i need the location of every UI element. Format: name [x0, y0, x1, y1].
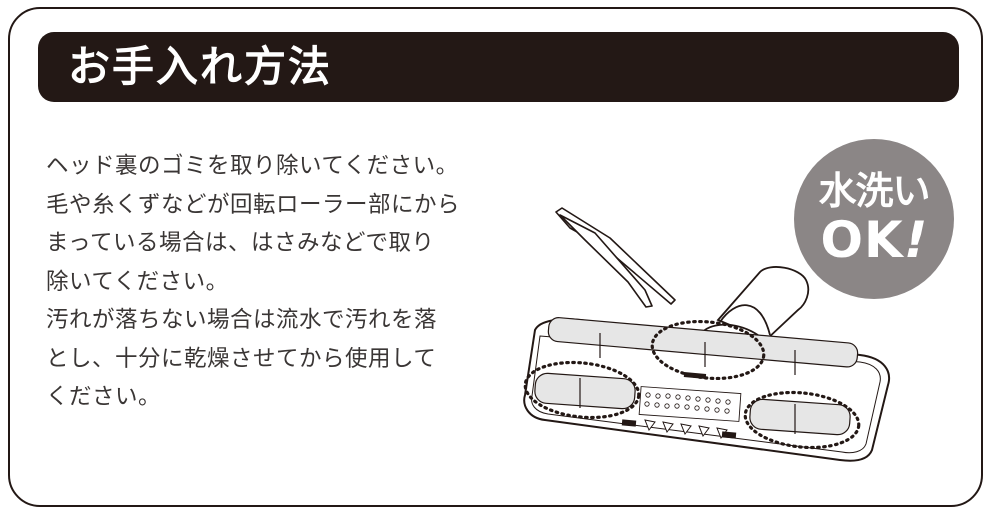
- badge-washable-label: 水洗い: [818, 169, 930, 213]
- instruction-line: まっている場合は、はさみなどで取り: [46, 230, 435, 256]
- floor-head-body-icon: [523, 317, 890, 462]
- tweezers-icon: [555, 207, 676, 308]
- washable-ok-badge: 水洗い OK!: [794, 139, 954, 299]
- badge-ok-text: OK: [820, 211, 904, 269]
- care-instructions-text: ヘッド裏のゴミを取り除いてください。 毛や糸くずなどが回転ローラー部にから まっ…: [46, 147, 516, 417]
- instruction-line: 除いてください。: [46, 268, 229, 295]
- section-header-bar: お手入れ方法: [38, 32, 959, 102]
- roller-highlight-ovals: [523, 319, 861, 450]
- instruction-line: ください。: [46, 384, 162, 410]
- badge-ok-label: OK!: [794, 211, 954, 269]
- section-title: お手入れ方法: [68, 42, 333, 91]
- instruction-line: 毛や糸くずなどが回転ローラー部にから: [46, 191, 461, 218]
- instruction-line: ヘッド裏のゴミを取り除いてください。: [46, 153, 459, 179]
- vacuum-head-illustration: [523, 207, 890, 462]
- instruction-line: とし、十分に乾燥させてから使用して: [46, 345, 437, 372]
- instruction-line: 汚れが落ちない場合は流水で汚れを落: [46, 307, 438, 333]
